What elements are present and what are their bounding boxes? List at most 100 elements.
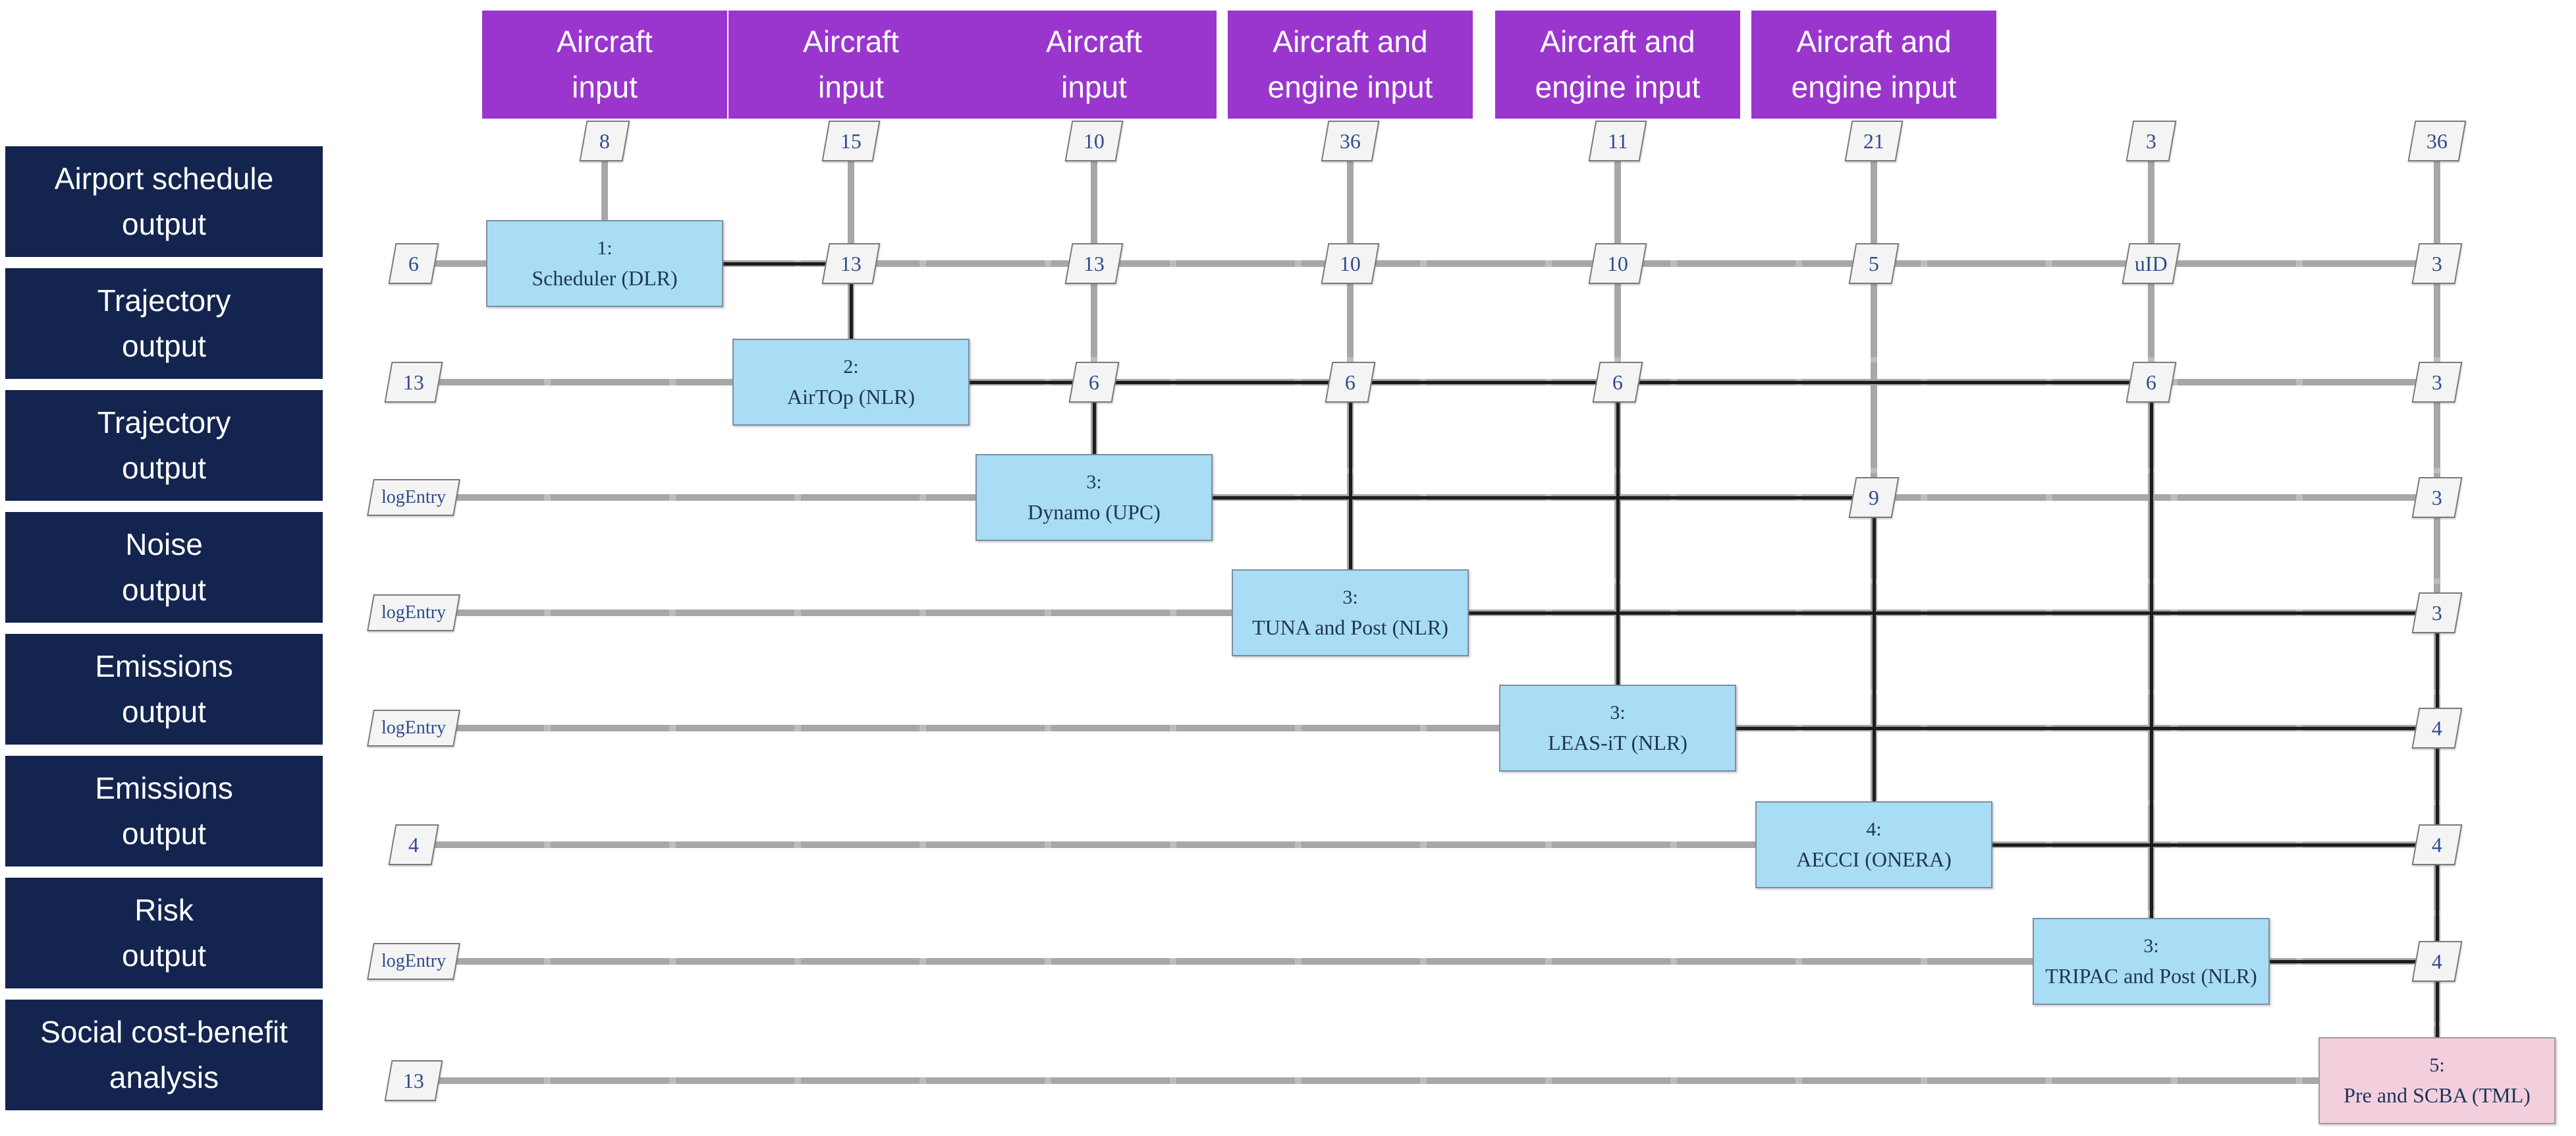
row-label-3: Trajectory output: [5, 390, 323, 501]
top-connector-col5-text: 11: [1607, 128, 1628, 153]
grid-connector-r4-c8-text: 3: [2432, 600, 2442, 625]
left-connector-row6-text: 4: [408, 832, 419, 857]
column-header-line: Aircraft and: [1796, 24, 1952, 59]
tool-box-dynamo-upc: 3:Dynamo (UPC): [975, 454, 1213, 541]
column-header-line: Aircraft: [557, 24, 653, 59]
tool-box-leas-it-nlr: 3: LEAS-iT (NLR): [1499, 685, 1736, 772]
row-label-line: output: [122, 329, 206, 363]
tool-index: 3:: [1086, 471, 1102, 494]
left-connector-row5: logEntry: [367, 710, 460, 747]
left-connector-row1-text: 6: [408, 251, 419, 275]
grid-line-v-col3: [1091, 141, 1097, 454]
tool-name: Scheduler (DLR): [532, 266, 678, 290]
tool-index: 1:: [597, 237, 613, 260]
grid-connector-r6-c8: 4: [2411, 824, 2463, 865]
row-label-line: Emissions: [95, 649, 233, 683]
column-header-line: engine input: [1791, 70, 1957, 104]
grid-connector-r2-c4: 6: [1325, 362, 1376, 403]
left-connector-row4-text: logEntry: [381, 602, 446, 623]
grid-connector-r2-c8: 3: [2411, 362, 2463, 403]
row-label-line: output: [122, 207, 206, 241]
grid-line-h-row7: [425, 958, 2437, 965]
top-connector-col2: 15: [821, 121, 881, 161]
row-label-line: Trajectory: [97, 405, 231, 440]
row-label-line: output: [122, 695, 206, 729]
row-label-2: Trajectory output: [5, 268, 323, 379]
tool-name: LEAS-iT (NLR): [1548, 730, 1687, 754]
tool-name: TRIPAC and Post (NLR): [2045, 963, 2257, 988]
left-connector-row6: 4: [388, 824, 439, 865]
tool-index: 2:: [843, 356, 859, 378]
grid-connector-r1-c7-text: uID: [2135, 251, 2168, 275]
tool-name: AECCI (ONERA): [1796, 847, 1952, 871]
column-header-6: Aircraft and engine input: [1751, 11, 1996, 119]
tool-index: 3:: [2143, 935, 2159, 957]
flow-line-h-row6: [1992, 843, 2437, 847]
grid-connector-r1-c4: 10: [1321, 243, 1380, 284]
row-label-line: Noise: [125, 527, 203, 561]
flow-line-v-col6: [1872, 497, 1876, 801]
left-connector-row1: 6: [388, 243, 439, 284]
left-connector-row8-text: 13: [403, 1068, 424, 1093]
grid-line-v-col6: [1871, 141, 1877, 801]
flow-line-v-col7: [2149, 382, 2153, 918]
tool-index: 3:: [1610, 702, 1626, 724]
left-connector-row4: logEntry: [367, 594, 460, 631]
grid-line-h-row5: [425, 725, 2437, 731]
row-label-line: output: [122, 451, 206, 485]
grid-connector-r6-c8-text: 4: [2432, 832, 2442, 857]
grid-connector-r2-c7-text: 6: [2146, 370, 2156, 394]
tool-box-scheduler-dlr: 1: Scheduler (DLR): [486, 220, 723, 307]
flow-line-v-col5: [1616, 382, 1620, 685]
grid-line-h-row1: [425, 260, 2437, 267]
tool-index: 4:: [1866, 818, 1882, 841]
top-connector-col8-text: 36: [2426, 128, 2448, 153]
column-header-line: input: [818, 70, 884, 104]
grid-connector-r1-c3: 13: [1064, 243, 1124, 284]
tool-name: Pre and SCBA (TML): [2343, 1083, 2531, 1107]
left-connector-row3: logEntry: [367, 479, 460, 516]
grid-connector-r2-c4-text: 6: [1345, 370, 1356, 394]
top-connector-col2-text: 15: [840, 128, 862, 153]
row-label-1: Airport schedule output: [5, 146, 323, 257]
left-connector-row7-text: logEntry: [381, 951, 446, 971]
flow-line-v-col2: [849, 264, 853, 339]
grid-line-v-col4: [1347, 141, 1354, 569]
tool-name: TUNA and Post (NLR): [1252, 615, 1448, 639]
column-header-line: Aircraft: [1046, 24, 1142, 59]
tool-name: AirTOp (NLR): [786, 384, 916, 409]
grid-connector-r2-c5-text: 6: [1612, 370, 1623, 394]
grid-line-v-col2: [848, 141, 854, 339]
grid-connector-r1-c8-text: 3: [2432, 251, 2442, 275]
grid-connector-r3-c6-text: 9: [1869, 485, 1879, 509]
grid-line-v-col8: [2434, 141, 2440, 1037]
left-connector-row3-text: logEntry: [381, 487, 446, 507]
top-connector-col6-text: 21: [1863, 128, 1884, 153]
row-label-line: output: [122, 573, 206, 607]
flow-line-h-row1: [723, 262, 851, 266]
grid-connector-r5-c8: 4: [2411, 708, 2463, 749]
row-label-line: Emissions: [95, 771, 233, 805]
grid-connector-r2-c3: 6: [1068, 362, 1120, 403]
row-label-line: output: [122, 938, 206, 973]
column-header-line: engine input: [1267, 70, 1433, 104]
flow-line-h-row2: [970, 380, 2151, 384]
grid-connector-r4-c8: 3: [2411, 592, 2463, 633]
flow-line-h-row7: [2270, 959, 2437, 963]
grid-connector-r7-c8: 4: [2411, 941, 2463, 982]
tool-index: 3:: [1342, 586, 1358, 609]
row-label-line: output: [122, 816, 206, 851]
grid-line-h-row8: [425, 1077, 2318, 1084]
column-header-line: Aircraft and: [1540, 24, 1695, 59]
tool-box-pre-and-scba-tml: 5:Pre and SCBA (TML): [2318, 1037, 2556, 1124]
flow-line-h-row5: [1736, 726, 2437, 730]
grid-connector-r2-c5: 6: [1592, 362, 1643, 403]
row-label-line: Airport schedule: [54, 161, 274, 196]
flow-line-v-col4: [1348, 382, 1352, 569]
row-label-line: Trajectory: [97, 283, 231, 318]
row-label-4: Noise output: [5, 512, 323, 623]
